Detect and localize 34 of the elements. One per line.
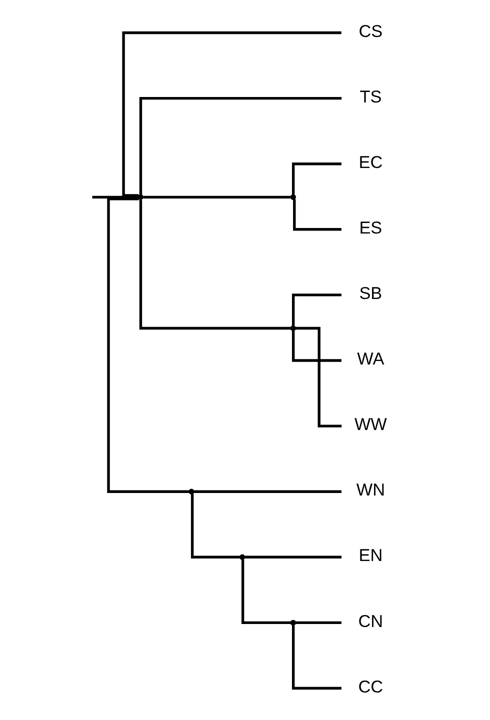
node-text: TS xyxy=(359,86,382,106)
node-text: SB xyxy=(358,282,382,303)
connector xyxy=(193,490,341,492)
node-text: EN xyxy=(358,544,382,565)
connector xyxy=(92,195,138,198)
connector xyxy=(291,624,341,690)
connector xyxy=(244,555,342,558)
connector xyxy=(291,293,341,326)
node-point xyxy=(290,619,296,626)
connector xyxy=(240,559,290,624)
connector xyxy=(142,195,290,198)
node-point xyxy=(137,194,143,200)
node-text: EC xyxy=(358,151,382,172)
node-text: CN xyxy=(358,610,383,630)
connector xyxy=(122,30,341,196)
node-text: WA xyxy=(356,348,384,368)
node-text: WN xyxy=(356,479,385,500)
connector xyxy=(190,493,240,558)
connector xyxy=(295,326,342,427)
node-text: WW xyxy=(354,414,386,434)
node-text: CC xyxy=(358,676,383,696)
connector xyxy=(291,330,341,362)
connector xyxy=(138,199,290,330)
connector xyxy=(295,620,341,624)
connector xyxy=(106,197,189,492)
connector xyxy=(291,162,341,194)
node-text: ES xyxy=(358,216,382,237)
node-point xyxy=(290,194,296,200)
node-point xyxy=(290,324,296,331)
node-point xyxy=(188,488,194,494)
connector xyxy=(138,96,342,194)
node-point xyxy=(238,554,245,560)
node-text: CS xyxy=(358,20,382,40)
connector xyxy=(292,198,341,230)
